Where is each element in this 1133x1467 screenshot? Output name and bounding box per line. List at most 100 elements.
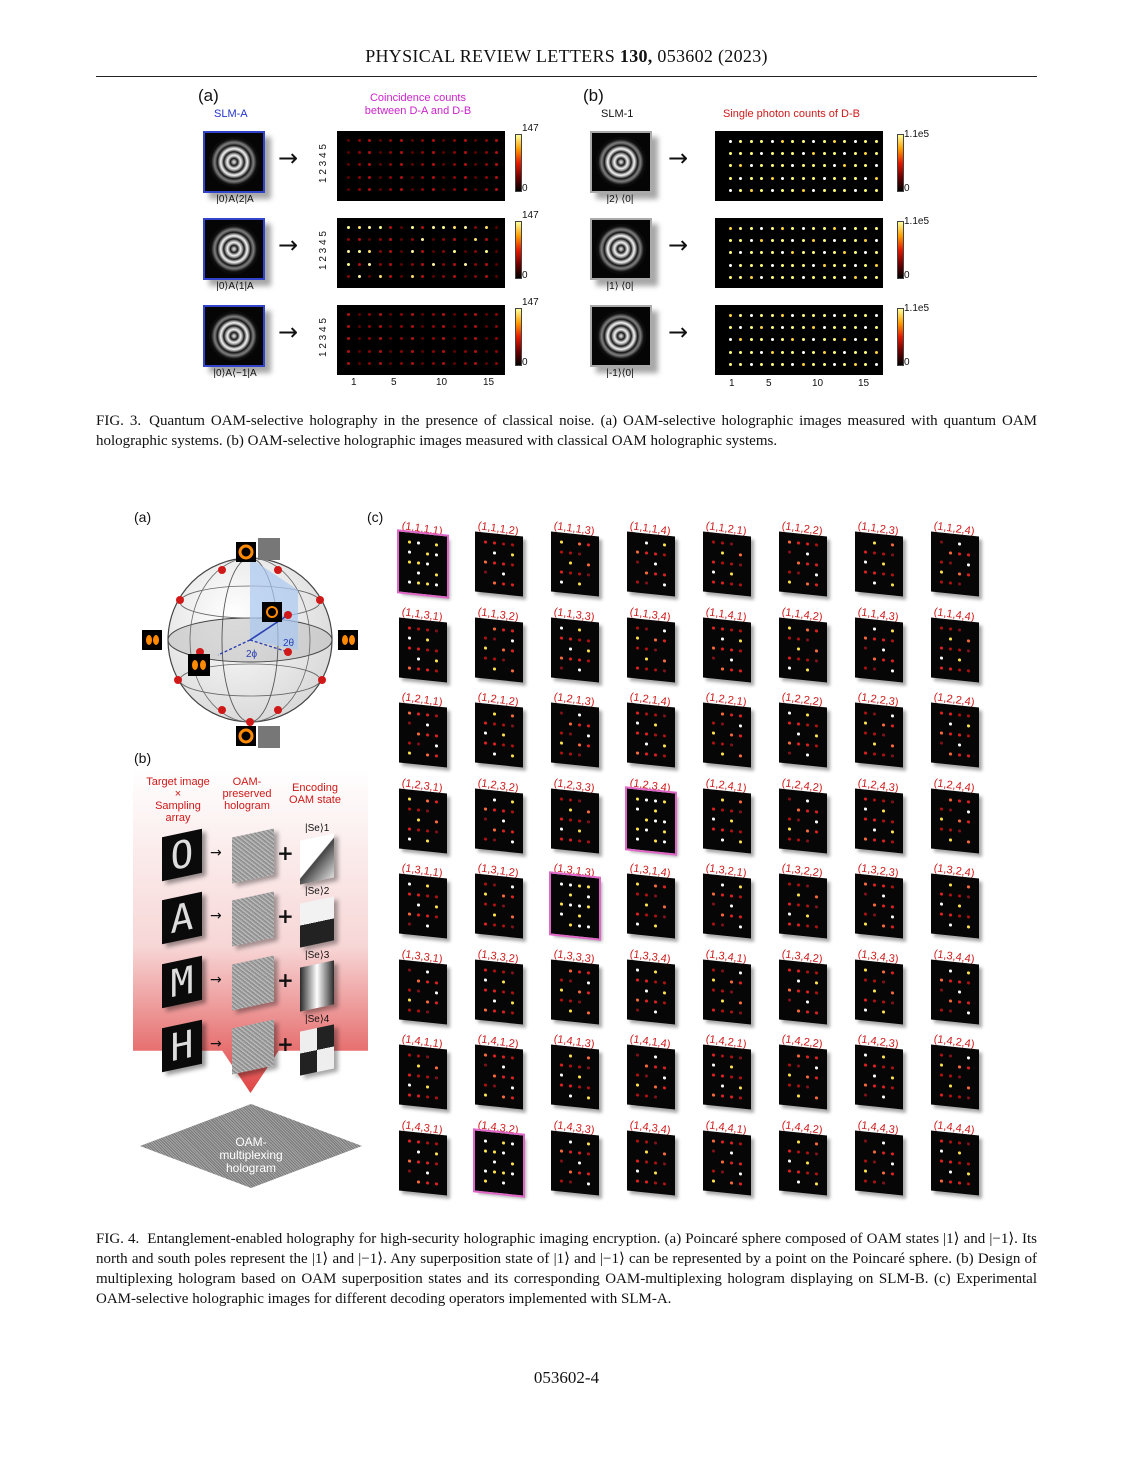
image-spot <box>511 810 514 814</box>
data-point <box>484 274 488 278</box>
image-spot <box>967 1162 970 1166</box>
image-spot <box>797 1009 800 1013</box>
image-spot <box>940 741 943 745</box>
image-spot <box>511 669 514 673</box>
image-spot <box>730 542 733 546</box>
image-spot <box>815 659 818 663</box>
image-spot <box>560 1063 563 1067</box>
image-spot <box>636 636 639 640</box>
data-point <box>357 274 361 278</box>
image-spot <box>408 1159 411 1163</box>
image-spot <box>484 902 487 906</box>
image-spot <box>797 1064 800 1068</box>
plus-icon: + <box>277 1032 294 1056</box>
image-spot <box>949 561 952 565</box>
image-spot <box>864 751 867 755</box>
image-spot <box>788 998 791 1002</box>
data-point <box>378 361 382 365</box>
image-spot <box>891 543 894 547</box>
image-spot <box>654 552 657 556</box>
data-point <box>739 350 743 354</box>
image-spot <box>417 1160 420 1164</box>
data-point <box>378 262 382 266</box>
image-spot <box>967 1182 970 1186</box>
data-point <box>378 226 382 229</box>
image-spot <box>873 979 876 983</box>
data-point <box>389 337 393 341</box>
image-spot <box>426 809 429 813</box>
image-spot <box>435 981 438 985</box>
image-spot <box>493 1160 496 1164</box>
data-point <box>853 239 857 243</box>
image-spot <box>712 1008 715 1012</box>
single-photon-plot <box>715 131 883 201</box>
arrow-right-icon: → <box>278 144 299 172</box>
image-spot <box>730 1181 733 1185</box>
data-point <box>421 325 425 329</box>
image-spot <box>873 581 876 585</box>
data-point <box>389 250 393 254</box>
image-spot <box>967 573 970 577</box>
image-spot <box>484 721 487 725</box>
image-spot <box>873 541 876 545</box>
image-spot <box>730 819 733 823</box>
data-point <box>463 139 467 142</box>
data-point <box>474 187 478 191</box>
coincidence-plot <box>337 218 505 288</box>
holographic-image-tile <box>475 959 523 1025</box>
data-point <box>495 238 499 242</box>
image-spot <box>873 657 876 661</box>
oam-preserved-header: OAM- preserved hologram <box>222 776 272 812</box>
image-spot <box>739 649 742 653</box>
image-spot <box>797 808 800 812</box>
data-point <box>474 349 478 353</box>
image-spot <box>417 657 420 661</box>
data-point <box>400 238 403 242</box>
image-spot <box>949 551 952 555</box>
image-spot <box>645 1140 648 1144</box>
image-spot <box>569 657 572 661</box>
image-spot <box>560 998 563 1002</box>
data-point <box>495 226 499 229</box>
data-point <box>463 238 467 242</box>
data-point <box>400 262 403 266</box>
data-point <box>791 362 795 366</box>
image-spot <box>721 1140 724 1144</box>
image-spot <box>636 721 639 725</box>
slm-1-hologram <box>590 305 652 367</box>
image-spot <box>788 968 791 972</box>
image-spot <box>560 1073 563 1077</box>
holographic-image-tile <box>627 531 675 597</box>
image-spot <box>739 971 742 975</box>
image-spot <box>806 924 809 928</box>
data-point <box>410 238 414 242</box>
image-spot <box>806 743 809 747</box>
image-spot <box>560 1083 563 1087</box>
image-spot <box>560 711 563 715</box>
slm-a-ring-pattern <box>209 224 259 274</box>
image-spot <box>891 1162 894 1166</box>
data-point <box>431 274 435 278</box>
image-spot <box>578 1085 581 1089</box>
image-spot <box>426 1141 429 1145</box>
image-spot <box>730 980 733 984</box>
data-point <box>739 263 743 267</box>
image-spot <box>426 980 429 984</box>
data-point <box>368 187 372 191</box>
image-spot <box>712 646 715 650</box>
data-point <box>843 140 847 143</box>
image-spot <box>949 893 952 897</box>
image-spot <box>815 1011 818 1015</box>
image-spot <box>435 830 438 834</box>
image-spot <box>815 543 818 547</box>
image-spot <box>949 1009 952 1013</box>
image-spot <box>864 797 867 801</box>
image-spot <box>967 1172 970 1176</box>
data-point <box>357 262 361 266</box>
image-spot <box>408 837 411 841</box>
holographic-image-tile <box>551 959 599 1025</box>
holographic-image-tile <box>475 1044 523 1110</box>
image-spot <box>502 648 505 652</box>
poincare-sphere: 2θ 2ϕ <box>138 530 363 750</box>
fig4-panel-c-label: (c) <box>367 509 384 525</box>
